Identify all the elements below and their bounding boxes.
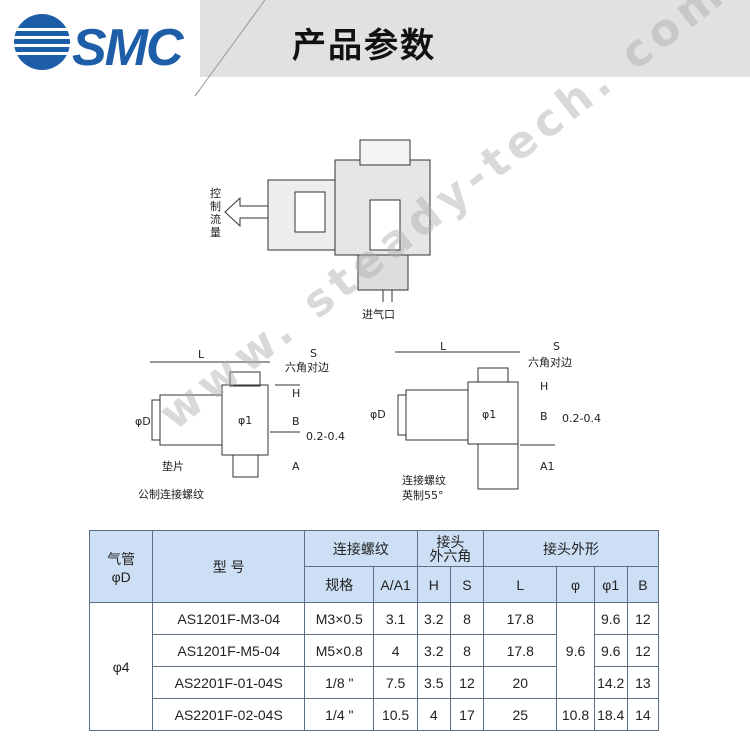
cell-model: AS2201F-02-04S [152,698,306,731]
page-title: 产品参数 [292,26,436,66]
dim-b-right: B [540,410,548,423]
control-flow-char-1: 控 [210,186,221,200]
cell-l: 20 [483,666,558,699]
cell-s: 12 [449,666,485,699]
table-row: φ4 AS1201F-M3-04 M3×0.5 3.1 3.2 8 17.8 9… [88,602,660,731]
outline-view-right [395,351,555,490]
brand-name: SMC [72,19,184,77]
gap-label-left: 0.2-0.4 [306,430,345,443]
cell-b: 12 [626,634,660,667]
smc-logo: SMC [0,0,269,97]
col-tube: 气管 φD [88,530,154,603]
cell-phi1: 9.6 [593,634,628,667]
hex-label-left: 六角对边 [285,360,329,374]
col-s: S [449,566,485,603]
cell-s: 8 [449,602,485,635]
spec-table: 气管 φD 型 号 连接螺纹 接头 外六角 接头外形 规格 A/A1 H S L… [88,530,660,731]
page-header: SMC 产品参数 [0,0,750,100]
col-thread: 连接螺纹 [304,530,418,567]
cell-h: 3.2 [416,634,451,667]
col-model: 型 号 [152,530,306,603]
col-shape: 接头外形 [483,530,659,567]
table-row: AS2201F-02-04S 1/4 " 10.5 4 17 25 10.8 1… [90,698,660,731]
table-row: AS1201F-M5-04 M5×0.8 4 3.2 8 17.8 9.6 12 [90,634,660,667]
table-row: AS2201F-01-04S 1/8 " 7.5 3.5 12 20 14.2 … [90,666,660,699]
title-band [200,0,750,77]
dim-phi1-left: φ1 [238,414,252,427]
cell-phi1: 9.6 [593,602,628,635]
cell-b: 14 [626,698,660,731]
cell-a: 10.5 [373,698,418,731]
cell-model: AS2201F-01-04S [152,666,306,699]
thread-label: 连接螺纹 [402,473,446,487]
cell-l: 25 [483,698,558,731]
col-phi: φ [556,566,595,603]
dim-s-left: S [310,347,317,360]
cell-l: 17.8 [483,602,558,635]
col-hex: 接头 外六角 [416,530,485,567]
inlet-label: 进气口 [362,307,395,321]
cell-model: AS1201F-M3-04 [152,602,306,635]
gap-label-right: 0.2-0.4 [562,412,601,425]
cell-a: 4 [373,634,418,667]
col-phi1: φ1 [593,566,628,603]
dim-l-right: L [440,340,447,353]
col-a: A/A1 [373,566,418,603]
cell-l: 17.8 [483,634,558,667]
imperial-label: 英制55° [402,488,444,502]
col-b: B [626,566,660,603]
header-divider [194,0,280,97]
cell-s: 17 [449,698,485,731]
col-spec: 规格 [304,566,375,603]
cell-spec: M5×0.8 [304,634,375,667]
dim-h-right: H [540,380,548,393]
outline-view-left [150,361,300,478]
metric-thread-label: 公制连接螺纹 [138,487,204,501]
cell-a: 3.1 [373,602,418,635]
cell-h: 3.2 [416,602,451,635]
cell-phi1: 18.4 [593,698,628,731]
cell-b: 12 [626,602,660,635]
dim-a1-right: A1 [540,460,555,473]
gasket-label: 垫片 [162,459,184,473]
dim-phi1-right: φ1 [482,408,496,421]
dim-b-left: B [292,415,300,428]
col-l: L [483,566,558,603]
hex-label-right: 六角对边 [528,355,572,369]
dim-a-left: A [292,460,300,473]
cell-h: 4 [416,698,451,731]
section-view [224,139,431,302]
cell-spec: 1/8 " [304,666,375,699]
tube-size-cell: φ4 [88,602,154,731]
cell-model: AS1201F-M5-04 [152,634,306,667]
cell-spec: 1/4 " [304,698,375,731]
cell-b: 13 [626,666,660,699]
cell-s: 8 [449,634,485,667]
dim-l-left: L [198,348,205,361]
control-flow-char-2: 制 [210,200,221,213]
technical-drawing: 控 制 流 量 进气口 L S 六角对边 H φD φ1 B 0.2-0.4 A… [135,139,601,502]
col-h: H [416,566,451,603]
control-flow-char-3: 流 [210,212,221,226]
dim-s-right: S [553,340,560,353]
cell-phi-row4: 10.8 [556,698,595,731]
control-flow-char-4: 量 [210,226,221,239]
cell-h: 3.5 [416,666,451,699]
cell-spec: M3×0.5 [304,602,375,635]
cell-a: 7.5 [373,666,418,699]
dim-h-left: H [292,387,300,400]
cell-phi1: 14.2 [593,666,628,699]
cell-phi-merged: 9.6 [556,602,595,699]
dim-phid-right: φD [370,408,386,421]
dim-phid-left: φD [135,415,151,428]
